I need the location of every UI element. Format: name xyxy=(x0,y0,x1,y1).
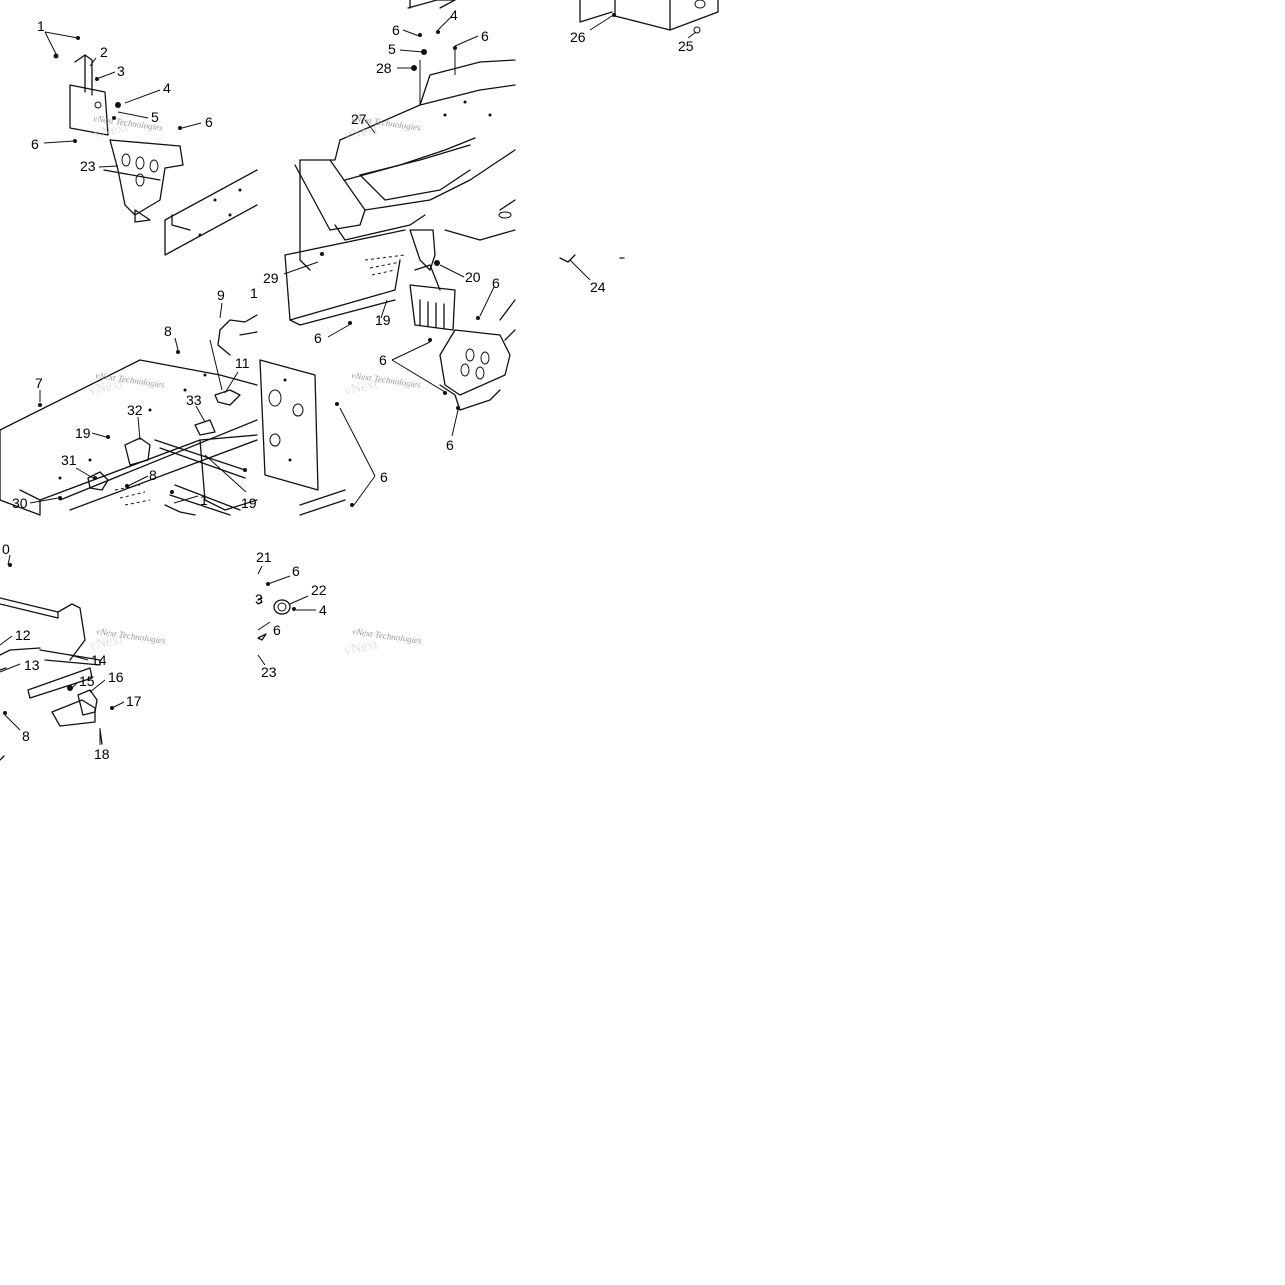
callout-4: 4 xyxy=(319,602,327,618)
callout-20: 20 xyxy=(465,269,481,285)
callout-7: 7 xyxy=(35,375,43,391)
callout-6: 6 xyxy=(380,469,388,485)
callout-3: 3 xyxy=(117,63,125,79)
callout-17: 17 xyxy=(126,693,142,709)
svg-text:vNext: vNext xyxy=(343,377,380,399)
callout-22: 22 xyxy=(311,582,327,598)
callout-19: 19 xyxy=(75,425,91,441)
callout-18: 18 xyxy=(94,746,110,762)
callout-3: 3 xyxy=(255,591,263,607)
frame-rail-assembly xyxy=(0,302,319,516)
callout-6: 6 xyxy=(392,22,400,38)
callout-11: 11 xyxy=(235,355,250,371)
callout-6: 6 xyxy=(379,352,387,368)
callout-0: 0 xyxy=(2,541,10,557)
callout-5: 5 xyxy=(151,109,159,125)
svg-text:vNext: vNext xyxy=(343,122,380,144)
svg-text:vNext: vNext xyxy=(93,120,130,142)
callout-19: 19 xyxy=(241,495,257,511)
callout-6: 6 xyxy=(31,136,39,152)
callout-23: 23 xyxy=(261,664,277,680)
bracket-assembly-topleft xyxy=(43,31,258,256)
watermark-group: vNext vNext Technologies vNext vNext Tec… xyxy=(88,113,423,659)
callout-6: 6 xyxy=(492,275,500,291)
callout-30: 30 xyxy=(12,495,28,511)
callout-29: 29 xyxy=(263,270,279,286)
callout-2: 2 xyxy=(100,44,108,60)
callout-9: 9 xyxy=(217,287,225,303)
callout-1: 1 xyxy=(250,285,258,301)
callout-32: 32 xyxy=(127,402,143,418)
tunnel-body-assembly xyxy=(283,0,516,516)
callout-16: 16 xyxy=(108,669,124,685)
callout-21: 21 xyxy=(256,549,272,565)
callout-6: 6 xyxy=(446,437,454,453)
callout-8: 8 xyxy=(22,728,30,744)
ski-spindle-assembly xyxy=(0,554,125,761)
callout-4: 4 xyxy=(163,80,171,96)
hub-bushing-detail xyxy=(257,565,316,666)
callout-19: 19 xyxy=(375,312,391,328)
callout-6: 6 xyxy=(205,114,213,130)
callout-27: 27 xyxy=(351,111,367,127)
callout-1: 1 xyxy=(37,18,45,34)
top-right-housing xyxy=(559,0,719,281)
callout-24: 24 xyxy=(590,279,606,295)
callout-6: 6 xyxy=(481,28,489,44)
callout-4: 4 xyxy=(450,7,458,23)
svg-text:vNext: vNext xyxy=(343,637,380,659)
svg-text:vNext: vNext xyxy=(88,377,125,399)
callout-5: 5 xyxy=(388,41,396,57)
callout-6: 6 xyxy=(273,622,281,638)
callout-6: 6 xyxy=(314,330,322,346)
callout-15: 15 xyxy=(79,673,95,689)
callout-25: 25 xyxy=(678,38,694,54)
callout-28: 28 xyxy=(376,60,392,76)
callout-26: 26 xyxy=(570,29,586,45)
callout-8: 8 xyxy=(164,323,172,339)
callout-8: 8 xyxy=(149,467,157,483)
svg-text:vNext: vNext xyxy=(88,632,125,654)
callout-labels: 1 2 3 4 5 6 6 23 6 4 6 5 28 27 29 19 20 … xyxy=(2,7,694,762)
callout-13: 13 xyxy=(24,657,40,673)
callout-14: 14 xyxy=(91,652,107,668)
callout-12: 12 xyxy=(15,627,31,643)
callout-31: 31 xyxy=(61,452,77,468)
callout-33: 33 xyxy=(186,392,202,408)
callout-23: 23 xyxy=(80,158,96,174)
callout-6: 6 xyxy=(292,563,300,579)
callout-1: 1 xyxy=(200,492,208,508)
